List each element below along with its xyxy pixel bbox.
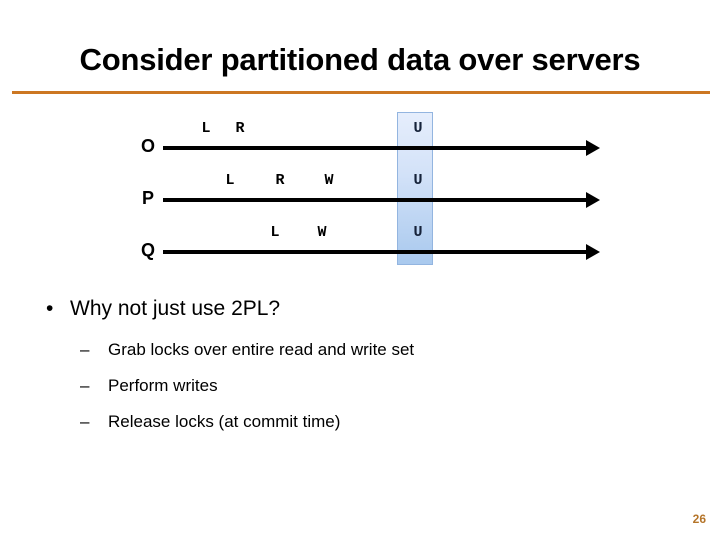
bullet-marker-icon: – <box>80 412 90 431</box>
timeline-label-q: Q <box>140 240 155 260</box>
op-marker-q-l: L <box>270 224 280 241</box>
bullet-item: • Why not just use 2PL? <box>44 296 720 322</box>
bullet-text: Why not just use 2PL? <box>70 297 281 320</box>
bullet-list: •Why not just use 2PL?–Grab locks over e… <box>0 296 720 446</box>
op-marker-p-r: R <box>275 172 285 189</box>
bullet-item: –Perform writes <box>80 374 720 398</box>
timeline-axis-p <box>163 198 588 202</box>
unlock-phase-band <box>397 112 433 265</box>
timeline-axis-q <box>163 250 588 254</box>
timeline-label-p: P <box>141 188 154 208</box>
bullet-marker-icon: – <box>80 340 90 359</box>
arrow-head-icon <box>586 140 600 156</box>
timeline-label-o: O <box>140 136 155 156</box>
op-marker-p-w: W <box>324 172 334 189</box>
arrow-head-icon <box>586 192 600 208</box>
bullet-marker-icon: • <box>46 297 54 320</box>
page-number: 26 <box>692 512 706 526</box>
bullet-item: –Grab locks over entire read and write s… <box>80 338 720 362</box>
partitioned-data-timeline-diagram: O L R U P L R W U Q L W U <box>0 105 720 285</box>
page-title: Consider partitioned data over servers <box>79 42 641 77</box>
bullet-text: Release locks (at commit time) <box>108 412 341 431</box>
op-marker-p-u: U <box>413 172 423 189</box>
op-marker-o-l: L <box>201 120 211 137</box>
op-marker-o-r: R <box>235 120 245 137</box>
bullet-text: Grab locks over entire read and write se… <box>108 340 415 359</box>
bullet-item: –Release locks (at commit time) <box>80 410 720 434</box>
op-marker-q-u: U <box>413 224 423 241</box>
op-marker-q-w: W <box>317 224 327 241</box>
bullet-marker-icon: – <box>80 376 90 395</box>
op-marker-p-l: L <box>225 172 235 189</box>
arrow-head-icon <box>586 244 600 260</box>
timeline-axis-o <box>163 146 588 150</box>
bullet-text: Perform writes <box>108 376 218 395</box>
op-marker-o-u: U <box>413 120 423 137</box>
title-divider <box>12 91 710 94</box>
